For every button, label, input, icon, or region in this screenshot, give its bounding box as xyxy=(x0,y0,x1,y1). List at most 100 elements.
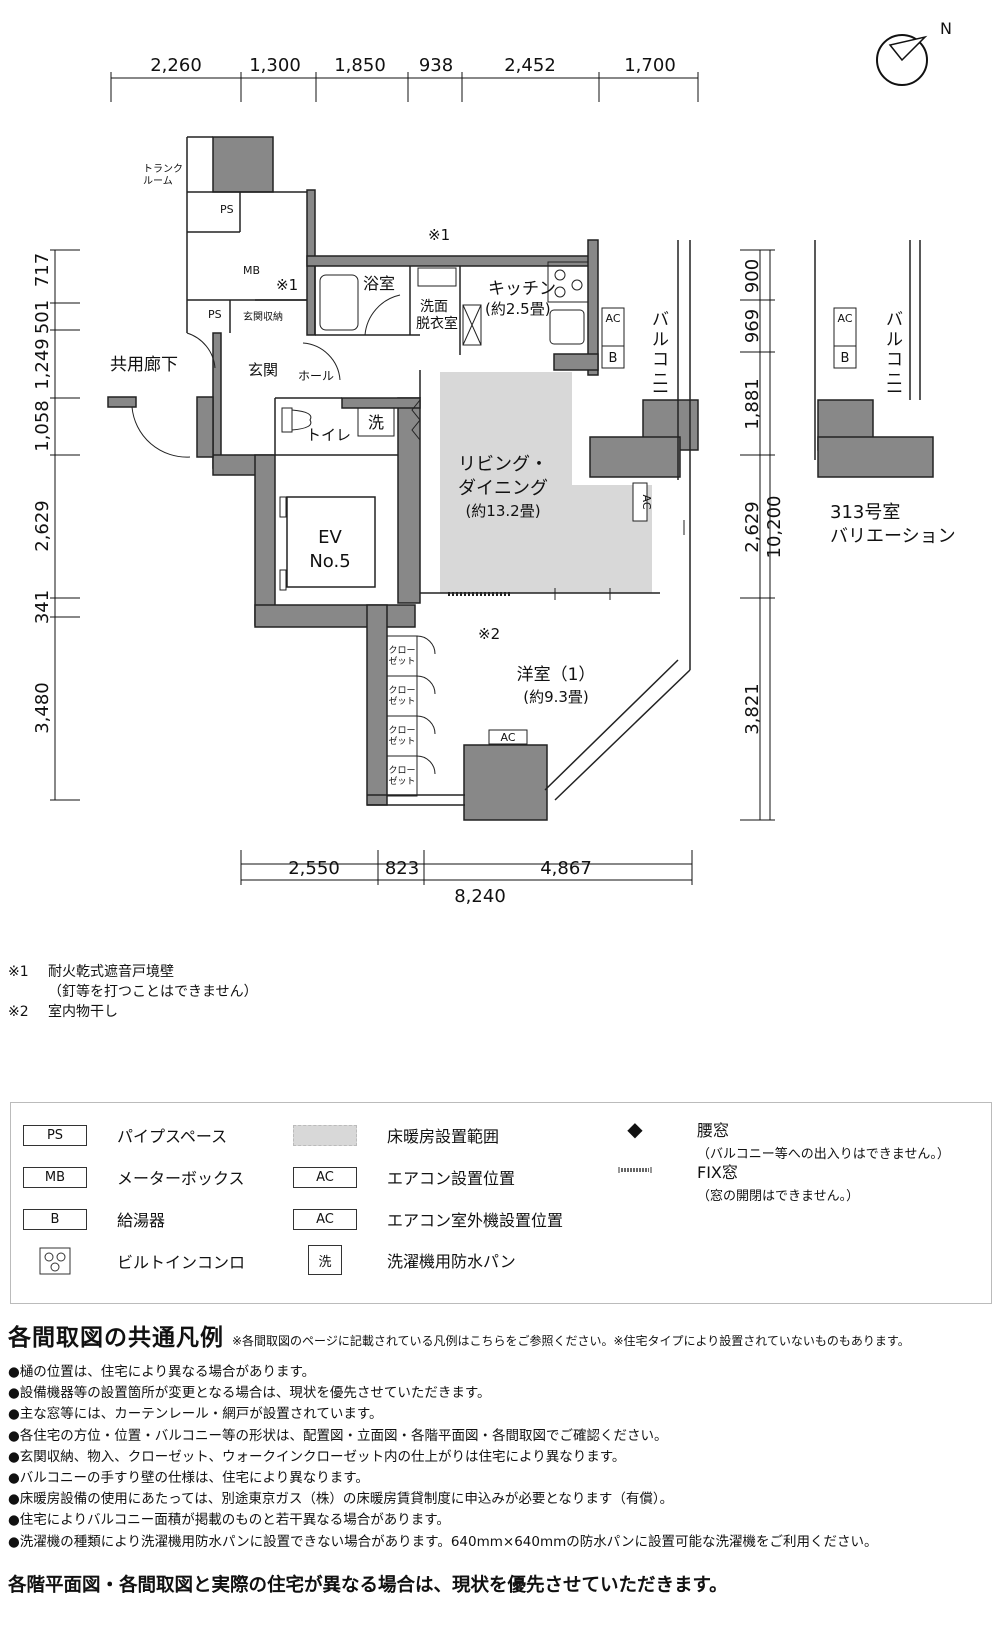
svg-text:コ: コ xyxy=(652,350,669,370)
svg-text:ゼット: ゼット xyxy=(388,735,415,747)
svg-text:洗: 洗 xyxy=(368,413,384,432)
note2-mark: ※2 xyxy=(478,625,500,643)
bath-label: 浴室 xyxy=(363,274,395,293)
legend-sub: （窓の開閉はできません。） xyxy=(697,1189,860,1204)
walls xyxy=(107,136,934,821)
living-label-2: ダイニング xyxy=(458,478,548,499)
legend-label: 洗濯機用防水パン xyxy=(387,1252,516,1271)
left-dim-3: 1,249 xyxy=(32,338,53,390)
left-dim-2: 501 xyxy=(32,300,53,334)
top-dimension-line: 2,260 1,300 1,850 938 2,452 1,700 xyxy=(110,55,699,102)
note1-mark-b: ※1 xyxy=(428,226,450,244)
left-dim-5: 2,629 xyxy=(32,500,53,552)
trunk-room-label: トランク xyxy=(143,163,183,175)
svg-text:ル: ル xyxy=(652,330,669,350)
western-room-label: 洋室（1） xyxy=(517,665,596,685)
elevator-box xyxy=(286,496,376,588)
western-room-size: (約9.3畳) xyxy=(523,688,589,706)
floor-heating-icon xyxy=(293,1124,357,1146)
ac-label-living: AC xyxy=(640,494,653,509)
floor-heating-area xyxy=(440,372,652,593)
left-dim-7: 3,480 xyxy=(32,682,53,734)
note-text: （釘等を打つことはできません） xyxy=(48,984,258,1000)
kitchen-label: キッチン xyxy=(488,279,556,299)
note-text: 耐火乾式遮音戸境壁 xyxy=(48,964,174,980)
svg-text:ゼット: ゼット xyxy=(388,695,415,707)
legend-label: パイプスペース xyxy=(117,1127,228,1146)
kitchen-size: (約2.5畳) xyxy=(485,300,551,318)
ps-label-1: PS xyxy=(220,203,234,216)
legend-item: 床暖房設置範囲 xyxy=(293,1123,499,1147)
left-dim-4: 1,058 xyxy=(32,400,53,452)
legend-item: MB メーターボックス xyxy=(23,1165,245,1189)
legend-label: エアコン室外機設置位置 xyxy=(387,1211,564,1230)
right-dim-2: 969 xyxy=(742,309,763,343)
legend-label: エアコン設置位置 xyxy=(387,1169,516,1188)
right-dim-5: 3,821 xyxy=(742,683,763,735)
right-dim-1: 900 xyxy=(742,259,763,293)
folding-door-icon xyxy=(411,399,421,441)
left-dim-1: 717 xyxy=(32,253,53,287)
closet-label-4: クロー xyxy=(388,765,415,776)
right-dimension-line: 900 969 1,881 2,629 3,821 10,200 xyxy=(740,249,785,821)
bottom-dimension-line: 2,550 823 4,867 8,240 xyxy=(240,850,693,907)
balcony-labels: バ ル コ ニ ー バ ル コ ニ ー xyxy=(652,310,903,403)
left-dimension-line: 717 501 1,249 1,058 2,629 341 3,480 xyxy=(32,249,80,801)
svg-text:ルーム: ルーム xyxy=(143,175,173,187)
list-item: ●主な窓等には、カーテンレール・網戸が設置されています。 xyxy=(8,1406,383,1423)
list-item: ●設備機器等の設置箇所が変更となる場合は、現状を優先させていただきます。 xyxy=(8,1385,491,1402)
bottom-dim-1: 2,550 xyxy=(288,858,340,879)
legend-label: 給湯器 xyxy=(117,1211,166,1230)
ev-label: EV xyxy=(318,527,342,548)
legend-label: ビルトインコンロ xyxy=(117,1253,246,1272)
right-dim-4: 2,629 xyxy=(742,501,763,553)
genkan-storage-label: 玄関収納 xyxy=(243,310,283,323)
mb-label: MB xyxy=(243,264,260,277)
list-item: ●住宅によりバルコニー面積が掲載のものと若干異なる場合があります。 xyxy=(8,1512,450,1529)
ac-units: AC AC AC B AC B xyxy=(488,307,857,745)
ac-label-western: AC xyxy=(500,731,515,744)
top-dim-5: 2,452 xyxy=(504,55,556,76)
bath-door-icon xyxy=(364,294,401,336)
legend-label: 腰窓 xyxy=(697,1121,730,1140)
legend-item: PS パイプスペース xyxy=(23,1123,227,1147)
fix-window-icon xyxy=(603,1159,667,1175)
list-item: ●樋の位置は、住宅により異なる場合があります。 xyxy=(8,1364,316,1380)
entrance-door-icon xyxy=(186,332,216,369)
room-labels: トランク ルーム PS MB PS ※1 ※1 玄関収納 共用廊下 玄関 ホール… xyxy=(110,163,956,706)
list-item: ●玄関収納、物入、クローゼット、ウォークインクローゼット内の仕上がりは住宅により… xyxy=(8,1448,626,1465)
washroom-label-1: 洗面 xyxy=(420,299,448,315)
stove-icon xyxy=(23,1247,87,1275)
bottom-dim-2: 823 xyxy=(385,858,419,879)
right-dim-3: 1,881 xyxy=(742,378,763,430)
note-mark: ※2 xyxy=(8,1004,29,1020)
legend-symbol: AC xyxy=(293,1166,357,1188)
compass-icon: N xyxy=(876,19,952,86)
top-dim-4: 938 xyxy=(419,55,453,76)
variation-label-2: バリエーション xyxy=(830,526,956,547)
ac-label-balcony: AC xyxy=(605,312,620,325)
legend-symbol: AC xyxy=(293,1208,357,1230)
top-dim-3: 1,850 xyxy=(334,55,386,76)
common-title: 各間取図の共通凡例 xyxy=(8,1325,224,1351)
common-legend-section: 各間取図の共通凡例 ※各間取図のページに記載されている凡例はこちらをご参照くださ… xyxy=(8,1318,998,1597)
note-text: 室内物干し xyxy=(48,1004,118,1020)
b-label-balcony: B xyxy=(609,351,618,366)
closet-labels: クローゼット クローゼット クローゼット クローゼット xyxy=(388,645,415,787)
living-label-1: リビング・ xyxy=(458,454,548,475)
toilet-label: トイレ xyxy=(306,426,351,444)
corridor-label: 共用廊下 xyxy=(110,355,178,375)
top-dim-6: 1,700 xyxy=(624,55,676,76)
legend-symbol: PS xyxy=(23,1124,87,1146)
genkan-label: 玄関 xyxy=(248,361,278,379)
fix-window-marks xyxy=(448,520,685,600)
stove-icon xyxy=(547,261,589,303)
svg-text:ゼット: ゼット xyxy=(388,655,415,667)
balcony-label-2: バ xyxy=(886,310,903,330)
legend-label: FIX窓 xyxy=(697,1163,738,1182)
closet-column xyxy=(386,635,436,797)
bottom-dim-total: 8,240 xyxy=(454,886,506,907)
bathtub-icon xyxy=(319,274,359,331)
common-note: ※各間取図のページに記載されている凡例はこちらをご参照ください。※住宅タイプによ… xyxy=(232,1334,910,1348)
compass-label: N xyxy=(940,19,952,38)
